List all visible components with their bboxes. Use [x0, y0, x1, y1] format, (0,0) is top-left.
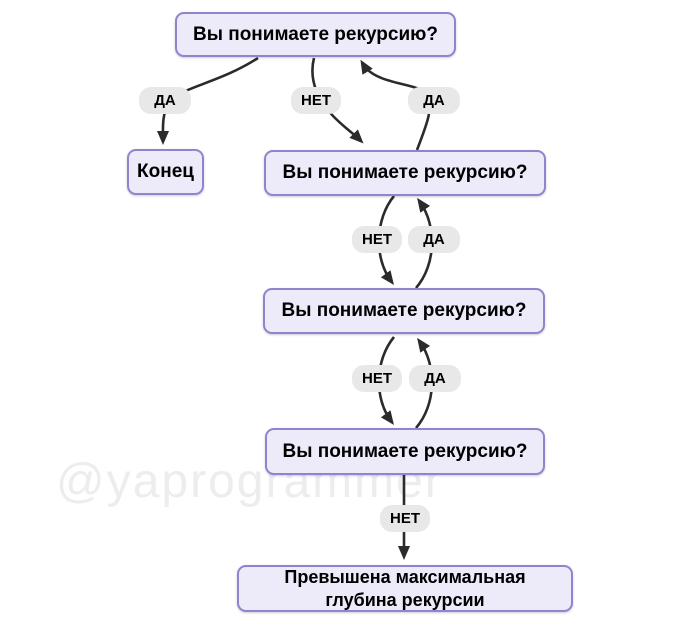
node-end-label: Конец [137, 161, 194, 182]
node-question-2: Вы понимаете рекурсию? [264, 150, 546, 196]
node-question-4-label: Вы понимаете рекурсию? [282, 440, 528, 462]
edge-label-no-1: НЕТ [291, 87, 341, 114]
edge-label-yes-1: ДА [139, 87, 191, 114]
node-question-1-label: Вы понимаете рекурсию? [193, 23, 438, 45]
edge-label-yes-2: ДА [408, 87, 460, 114]
node-recursion-overflow-label: Превышена максимальная глубина рекурсии [284, 567, 526, 610]
node-recursion-overflow: Превышена максимальная глубина рекурсии [237, 565, 573, 612]
edge-label-yes-4: ДА [409, 365, 461, 392]
node-end: Конец [127, 149, 204, 195]
node-question-1: Вы понимаете рекурсию? [175, 12, 456, 57]
node-question-2-label: Вы понимаете рекурсию? [282, 162, 528, 183]
edge-no-q1-q2 [311, 57, 364, 144]
edge-label-no-4: НЕТ [380, 505, 430, 532]
edge-label-yes-3: ДА [408, 226, 460, 253]
node-question-4: Вы понимаете рекурсию? [265, 428, 545, 475]
node-question-3: Вы понимаете рекурсию? [263, 288, 545, 334]
edge-label-no-2: НЕТ [352, 226, 402, 253]
node-question-3-label: Вы понимаете рекурсию? [281, 300, 527, 321]
edge-label-no-3: НЕТ [352, 365, 402, 392]
